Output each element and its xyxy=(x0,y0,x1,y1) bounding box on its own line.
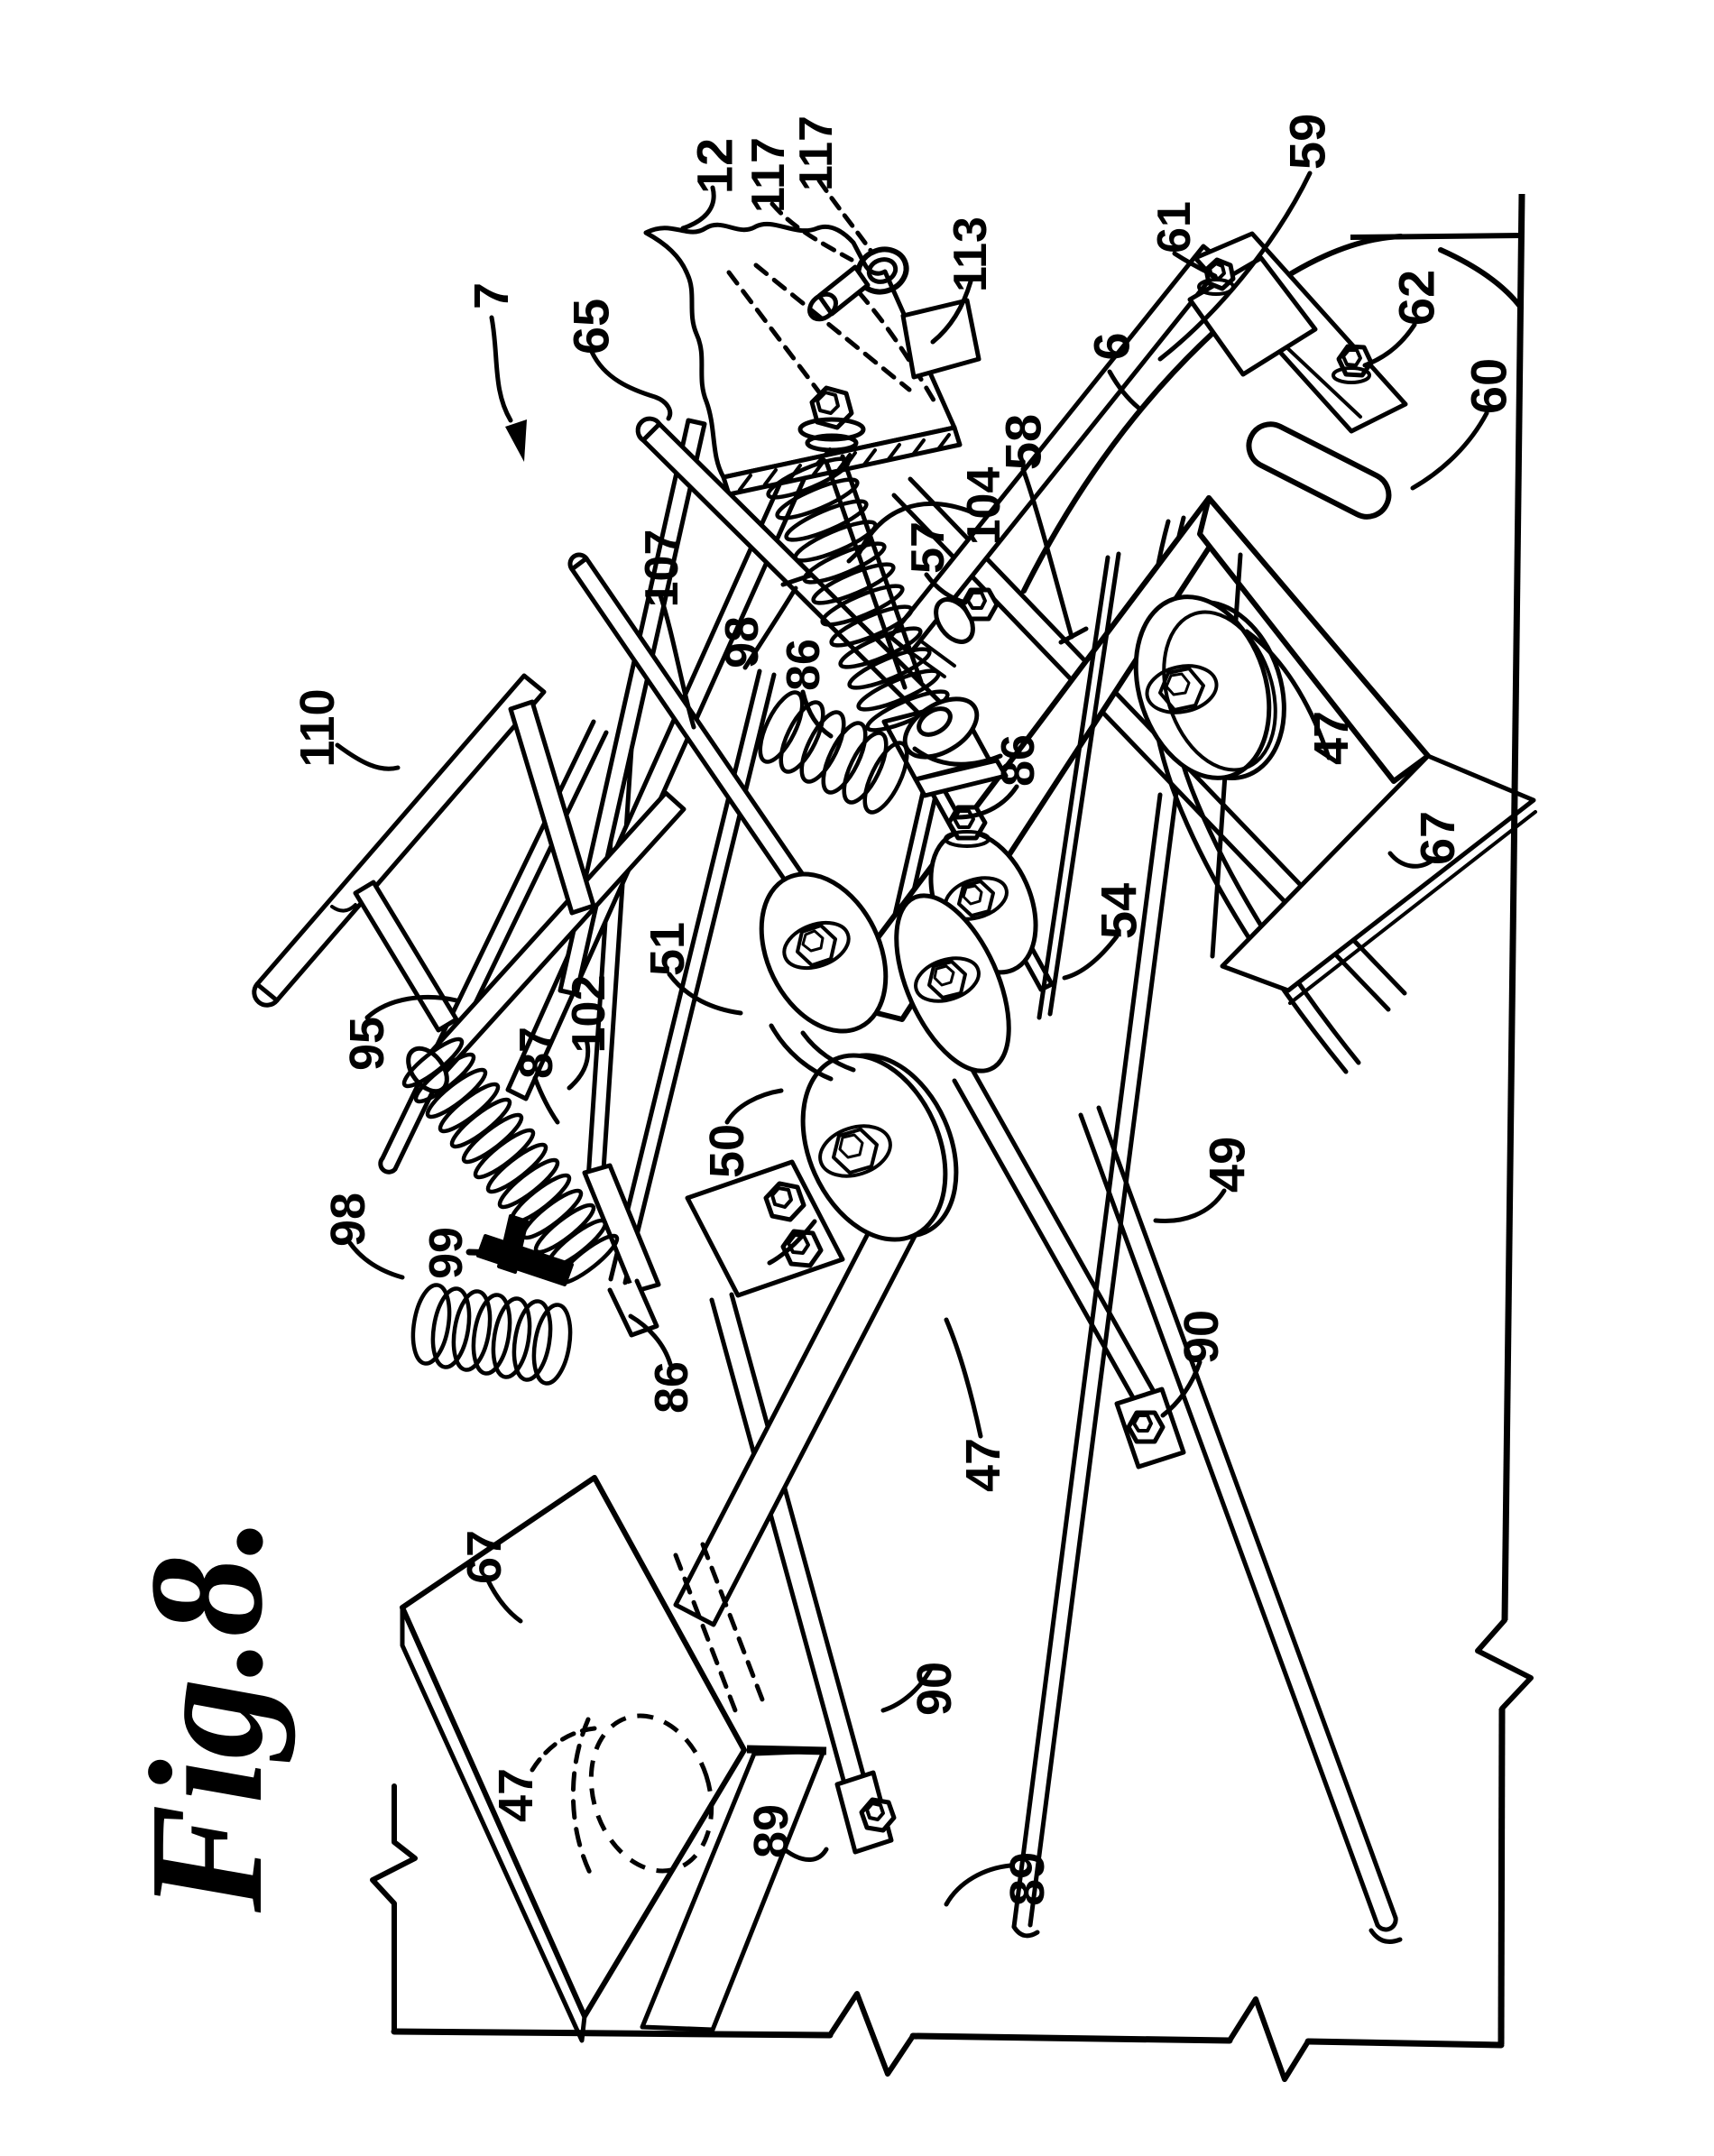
svg-text:12: 12 xyxy=(687,138,743,194)
svg-text:57: 57 xyxy=(902,521,954,574)
svg-text:6: 6 xyxy=(1083,332,1140,360)
svg-text:67: 67 xyxy=(457,1530,511,1584)
svg-text:89: 89 xyxy=(744,1804,798,1858)
svg-text:86: 86 xyxy=(778,639,830,691)
svg-text:47: 47 xyxy=(489,1768,543,1822)
svg-text:62: 62 xyxy=(1388,270,1445,326)
svg-text:61: 61 xyxy=(1148,201,1201,253)
svg-text:110: 110 xyxy=(290,688,345,767)
svg-text:117: 117 xyxy=(742,137,795,213)
svg-text:59: 59 xyxy=(1279,114,1336,170)
svg-text:Fig.8.: Fig.8. xyxy=(116,1516,296,1913)
svg-text:117: 117 xyxy=(790,115,843,191)
svg-text:89: 89 xyxy=(1000,1852,1055,1906)
svg-text:65: 65 xyxy=(563,299,620,355)
svg-text:47: 47 xyxy=(956,1438,1010,1492)
svg-text:87: 87 xyxy=(511,1027,563,1079)
svg-text:86: 86 xyxy=(646,1361,698,1414)
svg-text:99: 99 xyxy=(420,1227,473,1279)
svg-text:49: 49 xyxy=(1199,1137,1256,1193)
svg-text:58: 58 xyxy=(995,414,1052,470)
svg-text:104: 104 xyxy=(958,467,1010,546)
svg-text:50: 50 xyxy=(700,1124,754,1178)
svg-text:95: 95 xyxy=(340,1017,394,1071)
svg-text:7: 7 xyxy=(465,282,519,309)
svg-text:90: 90 xyxy=(1175,1310,1229,1364)
svg-text:51: 51 xyxy=(640,922,695,976)
svg-text:86: 86 xyxy=(992,734,1045,787)
svg-text:102: 102 xyxy=(563,975,615,1054)
svg-text:54: 54 xyxy=(1091,883,1147,939)
svg-text:98: 98 xyxy=(321,1193,375,1247)
svg-text:60: 60 xyxy=(1461,358,1517,414)
svg-text:67: 67 xyxy=(1411,811,1465,865)
